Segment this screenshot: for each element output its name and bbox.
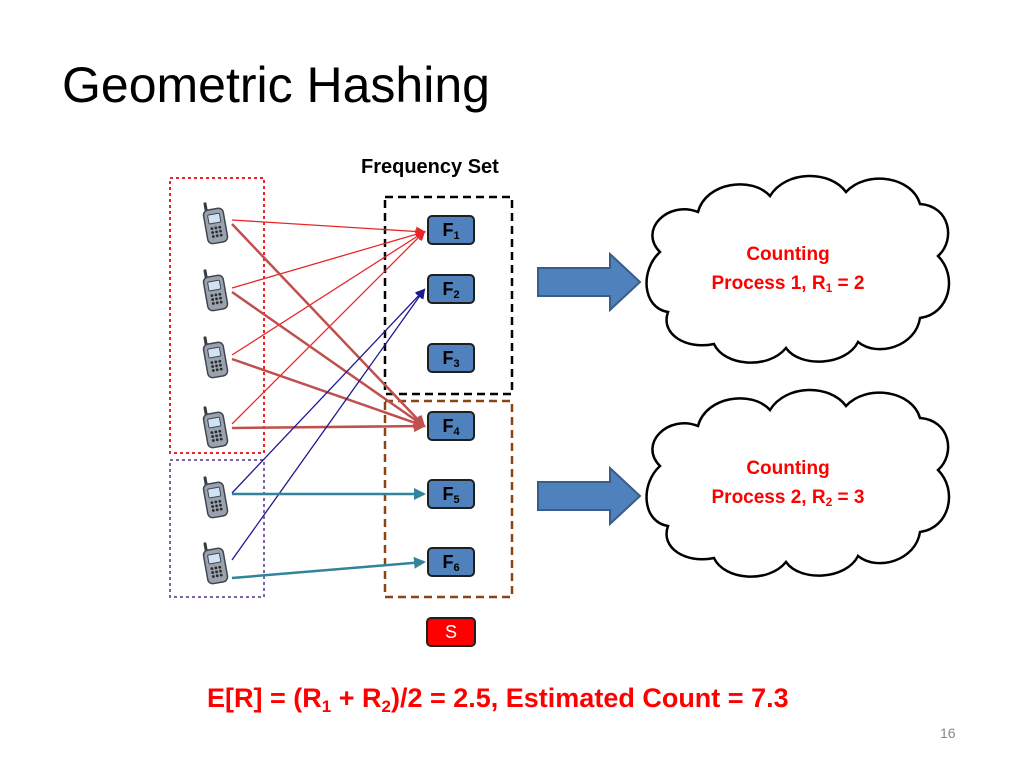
second-frequency-box — [383, 399, 514, 599]
phone-icon-3 — [200, 332, 230, 380]
block-arrow-1 — [537, 251, 642, 313]
arrow-p1-f1 — [231, 219, 426, 237]
phone-icon-2 — [200, 265, 230, 313]
phone-icon-1 — [200, 198, 230, 246]
frequency-set-label: Frequency Set — [361, 156, 499, 178]
phone-icon-6 — [200, 538, 230, 586]
arrow-p2-f1 — [231, 229, 426, 289]
frequency-box-f3: F3 — [427, 343, 475, 373]
cloud-shape-1 — [645, 174, 951, 364]
arrow-p3-f4 — [231, 357, 426, 429]
frequency-box-f6: F6 — [427, 547, 475, 577]
arrow-p6-f6 — [231, 556, 426, 580]
block-arrow-2 — [537, 465, 642, 527]
counting-process-2-label: Counting Process 2, R2 = 3 — [711, 458, 865, 509]
phone-icon-5 — [200, 472, 230, 520]
arrow-p1-f4 — [231, 223, 426, 428]
frequency-set-box — [383, 195, 514, 396]
cloud-shape-2 — [645, 388, 951, 578]
frequency-box-f2: F2 — [427, 274, 475, 304]
arrow-p6-f2 — [231, 288, 426, 561]
frequency-box-f1: F1 — [427, 215, 475, 245]
arrow-p4-f4 — [231, 420, 426, 433]
s-box: S — [426, 617, 476, 647]
red-phone-group-box — [169, 177, 265, 454]
arrow-p5-f2 — [231, 288, 426, 494]
phone-icon-4 — [200, 402, 230, 450]
arrow-p4-f1 — [231, 230, 426, 425]
page-number: 16 — [940, 725, 956, 741]
purple-phone-group-box — [169, 459, 265, 598]
frequency-box-f5: F5 — [427, 479, 475, 509]
arrow-p3-f1 — [231, 230, 426, 356]
expected-value-formula: E[R] = (R1 + R2)/2 = 2.5, Estimated Coun… — [207, 683, 789, 716]
counting-process-1-label: Counting Process 1, R1 = 2 — [711, 244, 865, 295]
frequency-box-f4: F4 — [427, 411, 475, 441]
arrow-p2-f4 — [231, 290, 426, 428]
slide-title: Geometric Hashing — [62, 57, 490, 113]
